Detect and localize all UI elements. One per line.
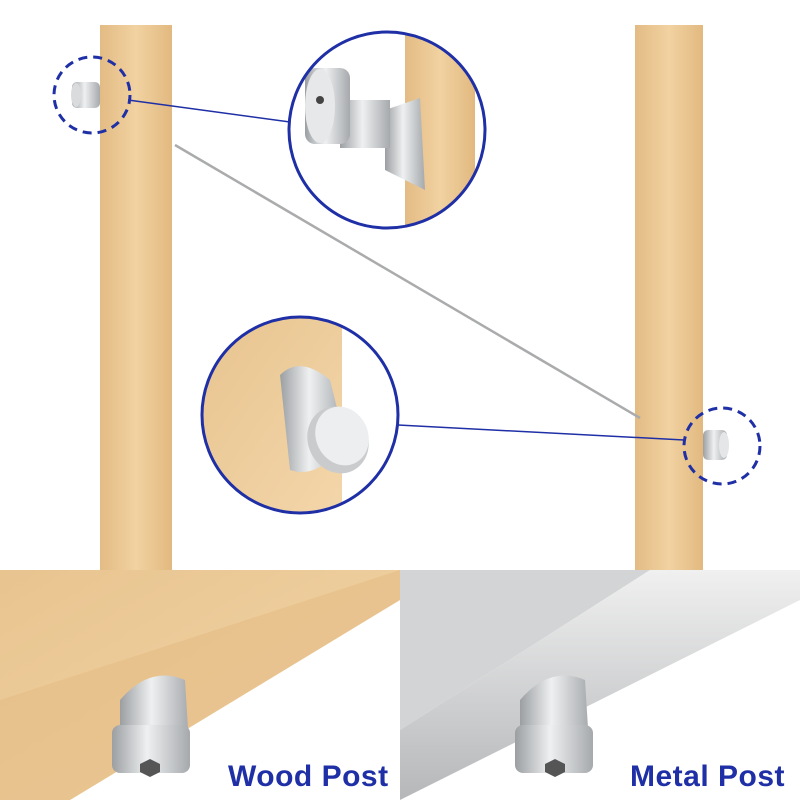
- right-wood-post: [635, 25, 703, 570]
- wood-post-panel: [0, 570, 400, 800]
- metal-post-panel: [400, 570, 800, 800]
- zoom-detail-bottom: [200, 315, 400, 515]
- hardware-top-small: [71, 82, 100, 108]
- steel-cable: [174, 143, 641, 420]
- detail-marker-top: [52, 55, 132, 135]
- callout-line-top: [127, 99, 291, 123]
- callout-line-bottom: [397, 424, 685, 441]
- hardware-right-small: [703, 430, 729, 460]
- detail-marker-right: [682, 406, 762, 486]
- left-wood-post: [100, 25, 172, 570]
- metal-post-label: Metal Post: [630, 760, 786, 793]
- zoom-detail-top: [287, 30, 487, 230]
- wood-post-label: Wood Post: [228, 760, 389, 793]
